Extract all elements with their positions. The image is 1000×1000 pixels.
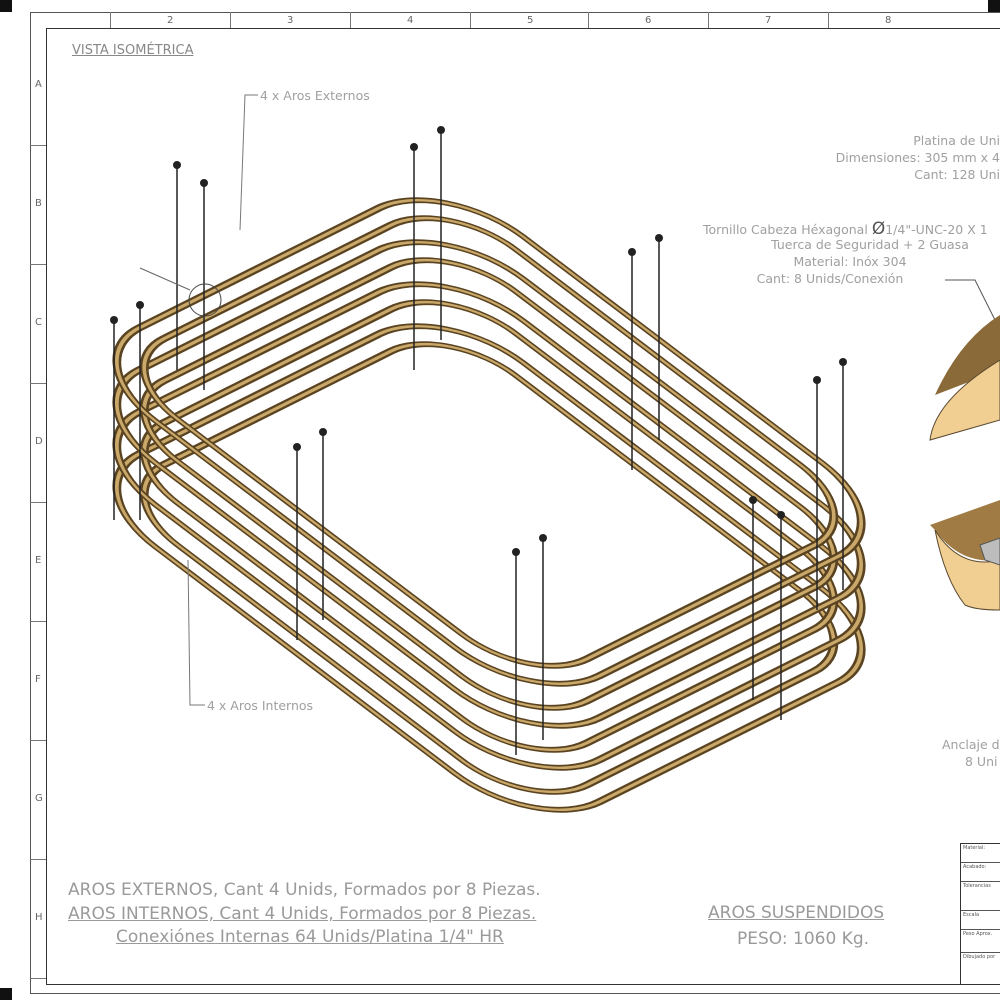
- zone-row-label: C: [35, 317, 42, 328]
- tb-escala: Escala: [961, 911, 1000, 930]
- zone-row-label: A: [35, 79, 42, 90]
- rod-anchor-icon: [655, 234, 663, 242]
- zone-divider: [828, 12, 829, 28]
- ring-highlight: [114, 198, 864, 686]
- zone-row-label: B: [35, 198, 42, 209]
- note-aros-internos: AROS INTERNOS, Cant 4 Unids, Formados po…: [68, 904, 537, 924]
- connection-plate: [979, 537, 1000, 566]
- callout-tornillo-1: Tornillo Cabeza Héxagonal Ø1/4"-UNC-20 X…: [703, 219, 988, 239]
- leader-tornillo: [945, 279, 996, 321]
- zone-row-label: H: [35, 912, 43, 923]
- ring-highlight: [142, 342, 836, 794]
- zone-divider: [30, 740, 46, 741]
- rod-anchor-icon: [839, 358, 847, 366]
- ring-highlight: [142, 300, 836, 752]
- zone-divider: [30, 978, 46, 979]
- note-aros-externos: AROS EXTERNOS, Cant 4 Unids, Formados po…: [68, 880, 541, 900]
- title-block: Material: Acabado: Tolerancias Escala Pe…: [960, 843, 1000, 985]
- leader-aros-externos: [239, 94, 258, 231]
- rod-anchor-icon: [437, 126, 445, 134]
- tb-tolerancias: Tolerancias: [961, 882, 1000, 911]
- ring-highlight: [114, 324, 864, 812]
- rod-anchor-icon: [410, 143, 418, 151]
- callout-anclaje-1: Anclaje d: [942, 737, 1000, 752]
- tb-peso: Peso Aprox.: [961, 930, 1000, 953]
- callout-platina-1: Platina de Uni: [913, 133, 1000, 148]
- plate-detail-bottom: [934, 529, 1000, 611]
- ring-highlight: [114, 282, 864, 770]
- zone-divider: [30, 145, 46, 146]
- suspension-rods: [110, 126, 847, 755]
- zone-column-label: 8: [885, 15, 892, 26]
- zone-divider: [30, 621, 46, 622]
- zone-divider: [230, 12, 231, 28]
- tornillo-text: Tornillo Cabeza Héxagonal: [703, 222, 868, 237]
- zone-divider: [470, 12, 471, 28]
- view-title: VISTA ISOMÉTRICA: [72, 43, 194, 58]
- rod-anchor-icon: [777, 511, 785, 519]
- rod-anchor-icon: [749, 496, 757, 504]
- zone-row-label: E: [35, 555, 42, 566]
- callout-tornillo-2: Tuerca de Seguridad + 2 Guasa: [771, 237, 969, 252]
- zone-column-label: 5: [527, 15, 534, 26]
- corner-mark: [0, 988, 12, 1000]
- rod-anchor-icon: [293, 443, 301, 451]
- part-name: AROS SUSPENDIDOS: [708, 903, 885, 923]
- detail-circle: [188, 283, 222, 317]
- zone-divider: [350, 12, 351, 28]
- tornillo-size: 1/4"-UNC-20 X 1: [885, 222, 988, 237]
- tb-dibujado: Dibujado por: [963, 954, 996, 960]
- zone-divider: [30, 859, 46, 860]
- rod-anchor-icon: [512, 548, 520, 556]
- zone-column-label: 6: [645, 15, 652, 26]
- zone-divider: [588, 12, 589, 28]
- part-weight: PESO: 1060 Kg.: [737, 929, 870, 949]
- zone-row-label: F: [35, 674, 41, 685]
- corner-mark: [0, 0, 12, 12]
- callout-tornillo-4: Cant: 8 Unids/Conexión: [756, 271, 904, 286]
- zone-row-label: G: [35, 793, 43, 804]
- tb-acabado: Acabado:: [961, 863, 1000, 882]
- zone-divider: [708, 12, 709, 28]
- callout-aros-internos: 4 x Aros Internos: [207, 698, 314, 713]
- callout-aros-externos: 4 x Aros Externos: [260, 88, 370, 103]
- rod-anchor-icon: [628, 248, 636, 256]
- leader-aros-internos: [187, 559, 205, 706]
- callout-anclaje-2: 8 Uni: [965, 754, 998, 769]
- rod-anchor-icon: [200, 179, 208, 187]
- zone-divider: [30, 502, 46, 503]
- zone-column-label: 2: [167, 15, 174, 26]
- ring-highlight: [114, 240, 864, 728]
- rod-anchor-icon: [539, 534, 547, 542]
- zone-row-label: D: [35, 436, 43, 447]
- sheet-inner-border: [46, 28, 1000, 985]
- tb-material: Material:: [961, 844, 1000, 863]
- note-conexiones: Conexiónes Internas 64 Unids/Platina 1/4…: [116, 927, 504, 947]
- rod-anchor-icon: [136, 301, 144, 309]
- callout-tornillo-3: Material: Inóx 304: [793, 254, 907, 269]
- zone-column-label: 4: [407, 15, 414, 26]
- rod-anchor-icon: [173, 161, 181, 169]
- callout-platina-3: Cant: 128 Uni: [914, 167, 1000, 182]
- rod-anchor-icon: [813, 376, 821, 384]
- diameter-symbol: Ø: [871, 219, 886, 239]
- zone-divider: [30, 383, 46, 384]
- zone-column-label: 7: [765, 15, 772, 26]
- rod-anchor-icon: [319, 428, 327, 436]
- callout-platina-2: Dimensiones: 305 mm x 4: [835, 150, 1000, 165]
- zone-divider: [110, 12, 111, 28]
- zone-column-label: 3: [287, 15, 294, 26]
- corner-mark: [988, 0, 1000, 12]
- zone-divider: [30, 264, 46, 265]
- rod-anchor-icon: [110, 316, 118, 324]
- detail-leader: [139, 267, 191, 291]
- sheet-outer-border: [30, 12, 1000, 994]
